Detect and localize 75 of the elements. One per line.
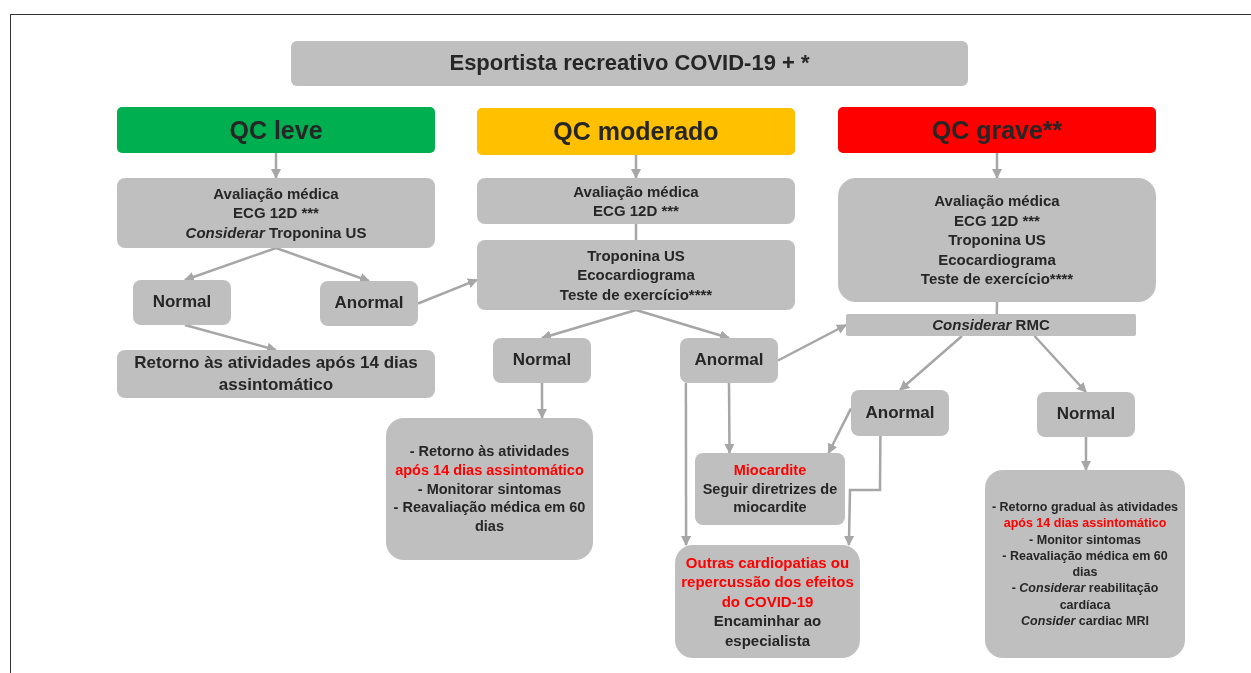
process-box <box>117 350 435 398</box>
box-text: QC moderado <box>553 116 719 148</box>
arrow <box>1033 335 1087 393</box>
box-text: Normal <box>1056 403 1116 426</box>
process-box <box>675 545 860 658</box>
box-text: Avaliação médica <box>213 183 339 204</box>
process-box <box>695 453 845 525</box>
box-text: Retorno às atividades após 14 dias assintomático <box>133 351 419 396</box>
box-text: Seguir diretrizes de miocardite <box>701 479 839 518</box>
process-box <box>851 390 949 436</box>
box-text: Consider cardiac MRI <box>1021 612 1149 629</box>
box-text: Esportista recreativo COVID-19 + * <box>449 49 810 78</box>
box-text: ECG 12D *** <box>593 201 679 221</box>
process-box <box>133 280 231 325</box>
process-box <box>117 178 435 248</box>
box-text: Teste de exercício**** <box>920 269 1074 289</box>
box-text: Anormal <box>865 401 935 424</box>
box-text: Avaliação médica <box>934 191 1060 211</box>
box-text: Outras cardiopatias ou repercussão dos efeitos do COVID-19 <box>681 552 854 612</box>
box-text: - Retorno às atividades <box>409 441 570 461</box>
arrow <box>271 153 281 179</box>
arrow <box>899 335 963 391</box>
box-text: Ecocardiograma <box>938 249 1056 270</box>
process-box <box>477 240 795 310</box>
process-box <box>477 178 795 224</box>
box-text: após 14 dias assintomático <box>395 460 584 480</box>
box-text: Avaliação médica <box>573 181 699 201</box>
arrow <box>275 246 370 283</box>
arrow <box>537 383 548 419</box>
arrow <box>777 323 847 362</box>
box-text: Troponina US <box>948 230 1046 250</box>
box-text: QC leve <box>229 114 323 146</box>
box-text: ECG 12D *** <box>233 203 319 223</box>
box-text: Considerar Troponina US <box>185 222 367 243</box>
process-box <box>680 338 778 383</box>
arrow <box>1081 437 1091 471</box>
process-box <box>320 281 418 326</box>
process-box <box>985 470 1185 658</box>
process-box <box>838 178 1156 302</box>
category-box <box>477 108 795 155</box>
category-box <box>838 107 1156 153</box>
arrow <box>184 246 277 282</box>
box-text: Normal <box>512 349 572 372</box>
box-text: Troponina US <box>587 245 685 266</box>
arrow <box>724 383 735 454</box>
process-box <box>846 314 1136 336</box>
box-text: - Retorno gradual às atividades <box>991 499 1179 516</box>
arrow <box>681 383 692 546</box>
box-text: Normal <box>152 291 212 314</box>
arrow <box>844 436 882 546</box>
box-text: Miocardite <box>733 460 807 480</box>
box-text: Anormal <box>694 349 764 372</box>
arrow <box>184 323 277 353</box>
title-box <box>291 41 968 86</box>
process-box <box>386 418 593 560</box>
box-text: - Reavaliação médica em 60 dias <box>392 498 587 537</box>
arrow <box>992 153 1002 179</box>
arrow <box>827 407 853 454</box>
box-text: ECG 12D *** <box>954 210 1040 231</box>
box-text: Encaminhar ao especialista <box>712 611 823 651</box>
category-box <box>117 107 435 153</box>
process-box <box>1037 392 1135 437</box>
box-text: Ecocardiograma <box>577 265 695 285</box>
process-box <box>493 338 591 383</box>
arrow <box>635 308 730 341</box>
box-text: Anormal <box>334 292 404 315</box>
arrow <box>417 278 478 305</box>
box-text: Considerar RMC <box>932 315 1050 335</box>
box-text: QC grave** <box>931 114 1063 146</box>
box-text: - Monitorar sintomas <box>417 479 562 499</box>
box-text: após 14 dias assintomático <box>1003 515 1167 532</box>
box-text: - Monitor sintomas <box>1029 531 1141 548</box>
arrow <box>631 155 641 179</box>
arrow <box>541 308 637 341</box>
box-text: Teste de exercício**** <box>559 284 713 305</box>
